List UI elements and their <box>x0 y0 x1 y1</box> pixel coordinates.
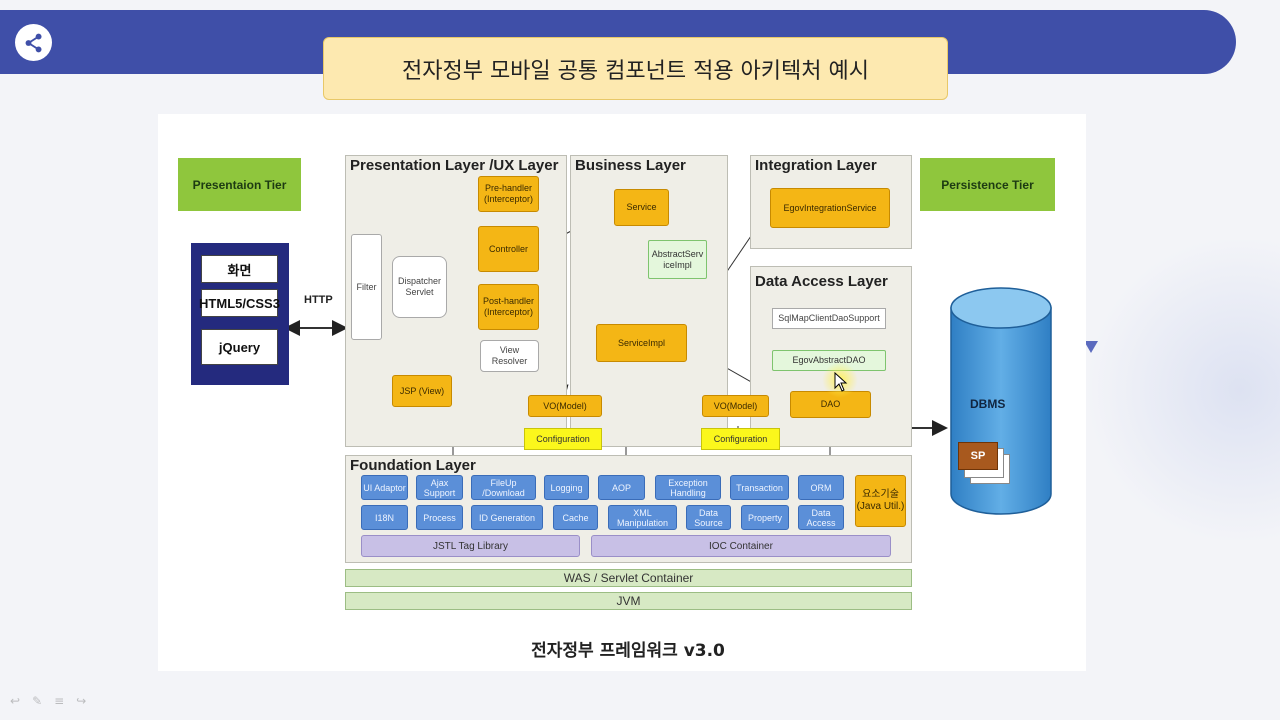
foundation-id-generation: ID Generation <box>471 505 543 530</box>
data-access-layer-title: Data Access Layer <box>755 273 888 290</box>
vo-model-left-box: VO(Model) <box>528 395 602 417</box>
foundation-element-tech: 요소기술 (Java Util.) <box>855 475 906 527</box>
background-decoration <box>1080 240 1280 540</box>
foundation-ajax-support: Ajax Support <box>416 475 463 500</box>
abstract-service-impl-box: AbstractServ iceImpl <box>648 240 707 279</box>
service-impl-box: ServiceImpl <box>596 324 687 362</box>
jstl-tag-library-bar: JSTL Tag Library <box>361 535 580 557</box>
foundation-logging: Logging <box>544 475 589 500</box>
business-layer-title: Business Layer <box>575 157 686 174</box>
foundation-process: Process <box>416 505 463 530</box>
foundation-orm: ORM <box>798 475 844 500</box>
foundation-property: Property <box>741 505 789 530</box>
client-item-html5: HTML5/CSS3 <box>199 289 280 317</box>
mouse-cursor-icon <box>834 372 848 392</box>
view-resolver-box: View Resolver <box>480 340 539 372</box>
next-icon[interactable]: ↪ <box>76 694 87 708</box>
presentation-layer-title: Presentation Layer /UX Layer <box>350 157 559 174</box>
service-box: Service <box>614 189 669 226</box>
foundation-i18n: I18N <box>361 505 408 530</box>
integration-layer-title: Integration Layer <box>755 157 877 174</box>
http-label: HTTP <box>304 294 333 306</box>
foundation-fileup-download: FileUp /Download <box>471 475 536 500</box>
foundation-xml-manipulation: XML Manipulation <box>608 505 677 530</box>
jsp-view-box: JSP (View) <box>392 375 452 407</box>
was-servlet-container-bar: WAS / Servlet Container <box>345 569 912 587</box>
vo-model-right-box: VO(Model) <box>702 395 769 417</box>
prev-icon[interactable]: ↩ <box>10 694 21 708</box>
triangle-decoration <box>1084 341 1098 353</box>
sp-card: SP <box>958 442 998 470</box>
foundation-exception-handling: Exception Handling <box>655 475 721 500</box>
dbms-label: DBMS <box>970 397 1006 411</box>
share-icon <box>25 33 42 52</box>
pen-icon[interactable]: ✎ <box>32 694 43 708</box>
menu-icon[interactable]: ≡ <box>54 694 65 708</box>
client-item-jquery: jQuery <box>201 329 278 365</box>
slide-toolbar: ↩ ✎ ≡ ↪ <box>10 694 120 710</box>
jvm-bar: JVM <box>345 592 912 610</box>
egov-integration-service-box: EgovIntegrationService <box>770 188 890 228</box>
sqlmap-dao-support-box: SqlMapClientDaoSupport <box>772 308 886 329</box>
figure-caption: 전자정부 프레임워크 v3.0 <box>531 641 725 661</box>
architecture-diagram: Presentaion Tier Persistence Tier 화면 HTM… <box>158 114 1086 671</box>
foundation-cache: Cache <box>553 505 598 530</box>
configuration-left-box: Configuration <box>524 428 602 450</box>
client-box: 화면 HTML5/CSS3 jQuery <box>191 243 289 385</box>
presentation-tier-label: Presentaion Tier <box>178 158 301 211</box>
slide-title: 전자정부 모바일 공통 컴포넌트 적용 아키텍처 예시 <box>323 37 948 100</box>
foundation-aop: AOP <box>598 475 645 500</box>
configuration-right-box: Configuration <box>701 428 780 450</box>
foundation-transaction: Transaction <box>730 475 789 500</box>
posthandler-box: Post-handler (Interceptor) <box>478 284 539 330</box>
ioc-container-bar: IOC Container <box>591 535 891 557</box>
share-button[interactable] <box>15 24 52 61</box>
controller-box: Controller <box>478 226 539 272</box>
prehandler-box: Pre-handler (Interceptor) <box>478 176 539 212</box>
foundation-layer-title: Foundation Layer <box>350 457 476 474</box>
foundation-data-access: Data Access <box>798 505 844 530</box>
foundation-data-source: Data Source <box>686 505 731 530</box>
dispatcher-servlet-box: Dispatcher Servlet <box>392 256 447 318</box>
filter-box: Filter <box>351 234 382 340</box>
persistence-tier-label: Persistence Tier <box>920 158 1055 211</box>
foundation-ui-adaptor: UI Adaptor <box>361 475 408 500</box>
client-item-screen: 화면 <box>201 255 278 283</box>
